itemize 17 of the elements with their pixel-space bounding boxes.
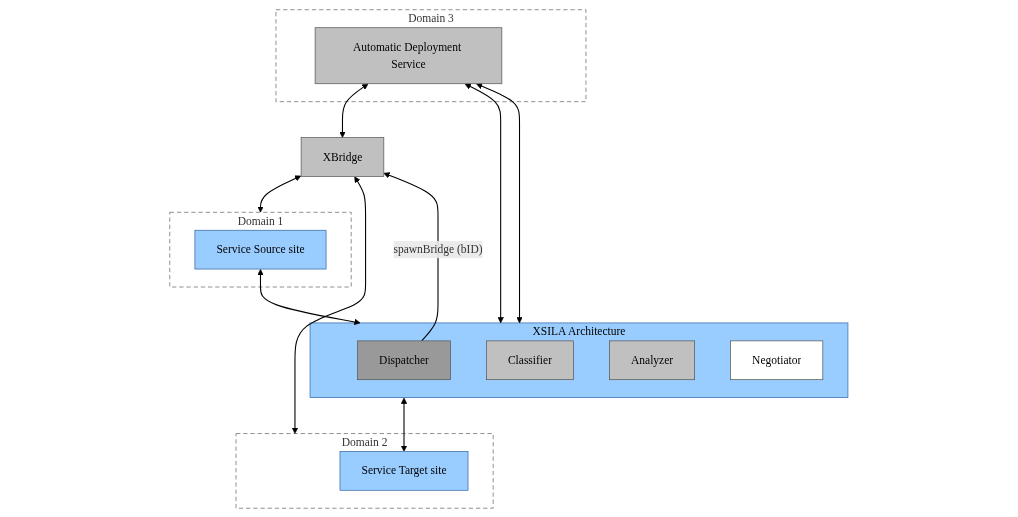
edge-label: spawnBridge (bID) <box>393 242 483 255</box>
arrow <box>339 83 369 138</box>
node-box: Classifier <box>486 340 574 380</box>
arrow <box>464 83 504 323</box>
node-box: Service Target site <box>339 450 469 491</box>
node-box: Dispatcher <box>357 340 451 380</box>
node-box: Service Source site <box>194 229 327 269</box>
node-box: XBridge <box>300 136 385 177</box>
arrow <box>476 82 523 323</box>
node-box: Negotiator <box>730 340 824 380</box>
arrow <box>383 171 439 341</box>
arrow <box>291 175 367 434</box>
node-box: Analyzer <box>609 340 696 380</box>
node-box: Automatic Deployment Service <box>314 26 503 84</box>
arrow <box>257 268 361 325</box>
arrow <box>257 174 302 213</box>
arrow <box>401 397 408 452</box>
